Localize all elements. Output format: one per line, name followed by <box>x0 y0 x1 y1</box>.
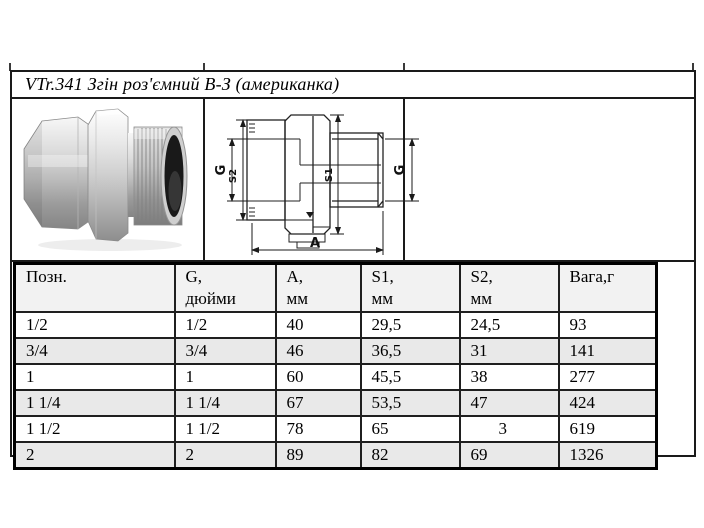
dimension-lines <box>227 114 419 255</box>
column-header: G,дюйми <box>173 262 277 313</box>
table-cell: 60 <box>274 363 362 391</box>
table-cell: 89 <box>274 441 362 470</box>
header-row: Позн. G,дюйми A,мм S1,мм S2,мм Вага,г <box>13 262 658 313</box>
table-cell: 1 1/4 <box>173 389 277 417</box>
cell-divider <box>403 99 405 260</box>
table-cell: 53,5 <box>359 389 461 417</box>
content-frame: VTr.341 Згін роз'ємний В-З (американка) <box>10 70 696 470</box>
neck <box>128 133 136 217</box>
column-header: Позн. <box>13 262 176 313</box>
table-cell: 82 <box>359 441 461 470</box>
border-tick <box>9 63 11 71</box>
table-cell: 31 <box>458 337 560 365</box>
table-cell: 93 <box>557 311 658 339</box>
table-cell: 69 <box>458 441 560 470</box>
dim-label-s1: S1 <box>324 168 335 182</box>
nut-left-face <box>24 121 42 227</box>
table-cell: 424 <box>557 389 658 417</box>
table-cell: 1 1/2 <box>173 415 277 443</box>
table-cell: 2 <box>173 441 277 470</box>
table-cell: 1 1/4 <box>13 389 176 417</box>
table-cell: 40 <box>274 311 362 339</box>
table-cell: 47 <box>458 389 560 417</box>
table-cell: 1/2 <box>173 311 277 339</box>
table-cell: 1 <box>173 363 277 391</box>
technical-drawing: G S2 S1 G A <box>214 114 419 255</box>
column-header: S1,мм <box>359 262 461 313</box>
table-cell: 1/2 <box>13 311 176 339</box>
page-title: VTr.341 Згін роз'ємний В-З (американка) <box>25 74 340 94</box>
fitting-detail <box>249 123 381 249</box>
table-cell: 36,5 <box>359 337 461 365</box>
table-cell: 277 <box>557 363 658 391</box>
table-cell: 65 <box>359 415 461 443</box>
photo-shadow <box>38 239 182 251</box>
dim-label-a: A <box>310 236 320 251</box>
product-photo <box>23 108 188 251</box>
table-cell: 3 <box>458 415 560 443</box>
cell-divider <box>203 99 205 260</box>
table-cell: 3/4 <box>13 337 176 365</box>
image-row: G S2 S1 G A <box>12 99 694 262</box>
table-cell: 46 <box>274 337 362 365</box>
table-cell: 67 <box>274 389 362 417</box>
title-bar: VTr.341 Згін роз'ємний В-З (американка) <box>12 72 694 99</box>
spec-table: Позн. G,дюйми A,мм S1,мм S2,мм Вага,г <box>13 262 658 470</box>
body-hex <box>87 108 129 242</box>
border-tick <box>403 63 405 71</box>
table-cell: 2 <box>13 441 176 470</box>
column-header: Вага,г <box>557 262 658 313</box>
table-cell: 3/4 <box>173 337 277 365</box>
table-cell: 141 <box>557 337 658 365</box>
border-tick <box>203 63 205 71</box>
table-cell: 1 <box>13 363 176 391</box>
table-cell: 78 <box>274 415 362 443</box>
dim-label-s2: S2 <box>228 169 239 183</box>
table-cell: 1 1/2 <box>13 415 176 443</box>
table-cell: 1326 <box>557 441 658 470</box>
table-cell: 38 <box>458 363 560 391</box>
table-cell: 24,5 <box>458 311 560 339</box>
table-cell: 45,5 <box>359 363 461 391</box>
table-area: Позн. G,дюйми A,мм S1,мм S2,мм Вага,г <box>12 262 694 470</box>
fitting-outline <box>246 114 384 235</box>
border-tick <box>692 63 694 71</box>
table-cell: 619 <box>557 415 658 443</box>
column-header: A,мм <box>274 262 362 313</box>
dim-label-g-left: G <box>214 165 229 176</box>
table-cell: 29,5 <box>359 311 461 339</box>
column-header: S2,мм <box>458 262 560 313</box>
dim-label-g-right: G <box>393 165 408 176</box>
